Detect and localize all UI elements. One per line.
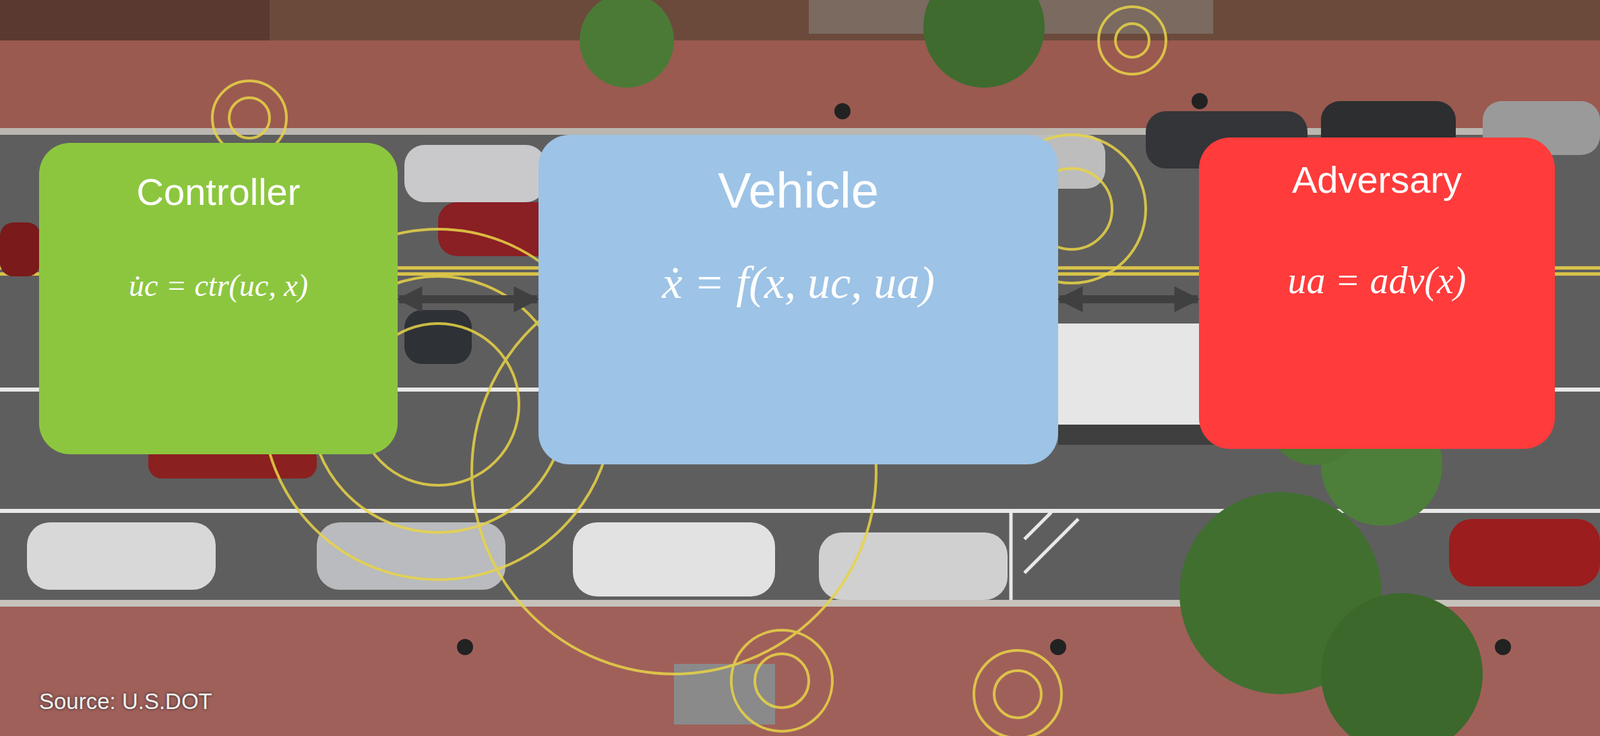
- process-box: Adversary ua = adv(x): [1198, 137, 1555, 449]
- box-title: Vehicle: [538, 161, 1059, 220]
- equation: u̇c = ctr(uc, x): [39, 267, 398, 304]
- equation: ua = adv(x): [1198, 258, 1555, 302]
- process-box: Vehicle ẋ = f(x, uc, ua): [538, 134, 1059, 465]
- double-arrow: [398, 295, 538, 304]
- process-box: Controller u̇c = ctr(uc, x): [39, 142, 398, 455]
- box-title: Controller: [39, 169, 398, 214]
- box-title: Adversary: [1198, 157, 1555, 202]
- source-credit: Source: U.S.DOT: [39, 688, 213, 715]
- equation: ẋ = f(x, uc, ua): [538, 256, 1059, 310]
- double-arrow: [1059, 295, 1198, 304]
